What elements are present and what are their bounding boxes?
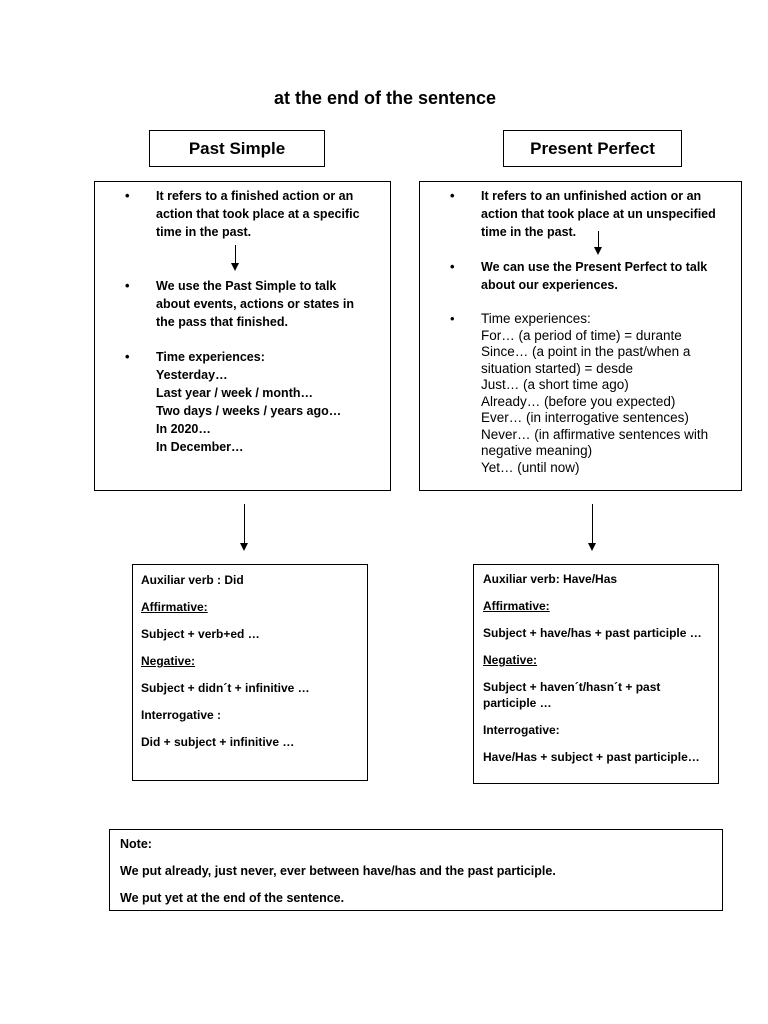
present-perfect-bullet-3: Time experiences: For… (a period of time… <box>450 311 725 476</box>
past-simple-bullet-3: Time experiences: Yesterday… Last year /… <box>125 348 365 456</box>
interrogative-label: Interrogative: <box>483 723 560 737</box>
arrow-head-icon <box>588 543 596 551</box>
time-expression: Ever… (in interrogative sentences) <box>481 410 689 425</box>
present-perfect-bullet-2: We can use the Present Perfect to talk a… <box>450 258 720 294</box>
note-box: Note: We put already, just never, ever b… <box>109 829 723 911</box>
past-simple-structure-box: Auxiliar verb : Did Affirmative: Subject… <box>132 564 368 781</box>
time-expression: Already… (before you expected) <box>481 393 676 409</box>
aux-verb: Auxiliar verb: Have/Has <box>483 572 618 586</box>
past-simple-bullet-1: It refers to a finished action or an act… <box>125 187 365 241</box>
past-simple-header: Past Simple <box>149 130 325 167</box>
time-expression: Yet… (until now) <box>481 459 580 475</box>
negative-form: Subject + didn´t + infinitive … <box>141 681 310 695</box>
time-expression: Just… (a short time ago) <box>481 377 629 392</box>
past-simple-explanation-box: It refers to a finished action or an act… <box>94 181 391 491</box>
time-expression: Two days / weeks / years ago… <box>156 404 342 418</box>
note-line: We put already, just never, ever between… <box>120 864 556 878</box>
negative-form: Subject + haven´t/hasn´t + past particip… <box>483 680 661 710</box>
time-expression: Last year / week / month… <box>156 386 313 400</box>
note-line: We put yet at the end of the sentence. <box>120 891 345 905</box>
past-simple-bullet-2: We use the Past Simple to talk about eve… <box>125 277 365 331</box>
down-arrow-icon <box>592 504 593 543</box>
interrogative-form: Did + subject + infinitive … <box>141 735 295 749</box>
affirmative-form: Subject + verb+ed … <box>141 627 260 641</box>
arrow-head-icon <box>594 247 602 255</box>
present-perfect-header: Present Perfect <box>503 130 682 167</box>
aux-verb: Auxiliar verb : Did <box>141 573 244 587</box>
time-expression: In December… <box>156 440 244 454</box>
down-arrow-icon <box>235 245 236 263</box>
affirmative-label: Affirmative: <box>141 600 208 614</box>
arrow-head-icon <box>240 543 248 551</box>
note-label: Note: <box>120 837 152 851</box>
down-arrow-icon <box>598 231 599 247</box>
negative-label: Negative: <box>141 654 196 668</box>
affirmative-label: Affirmative: <box>483 599 550 613</box>
arrow-head-icon <box>231 263 239 271</box>
interrogative-label: Interrogative : <box>141 708 222 722</box>
page-title: at the end of the sentence <box>273 88 497 108</box>
present-perfect-bullet-1: It refers to an unfinished action or an … <box>450 187 720 241</box>
present-perfect-structure-box: Auxiliar verb: Have/Has Affirmative: Sub… <box>473 564 719 784</box>
time-expression: Never… (in affirmative sentences with ne… <box>481 426 709 459</box>
present-perfect-explanation-box: It refers to an unfinished action or an … <box>419 181 742 491</box>
interrogative-form: Have/Has + subject + past participle… <box>483 750 700 764</box>
negative-label: Negative: <box>483 653 538 667</box>
affirmative-form: Subject + have/has + past participle … <box>483 626 702 640</box>
time-expression: Yesterday… <box>156 368 228 382</box>
down-arrow-icon <box>244 504 245 543</box>
time-expression: Since… (a point in the past/when a situa… <box>481 344 691 376</box>
time-expression: In 2020… <box>156 422 211 436</box>
time-expression: For… (a period of time) = durante <box>481 327 682 343</box>
